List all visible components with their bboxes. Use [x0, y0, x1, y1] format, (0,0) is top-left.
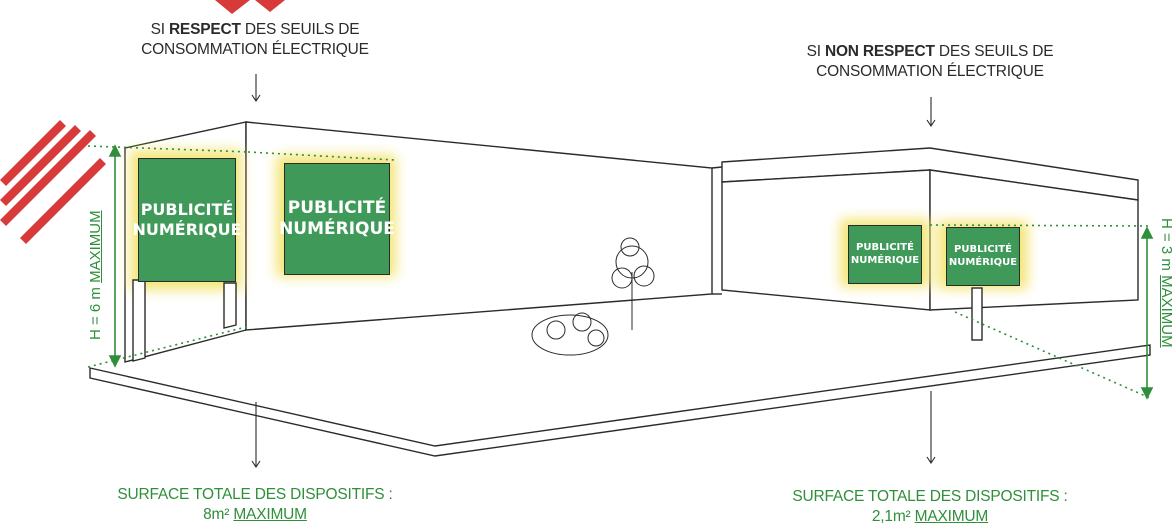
sign-line-1: PUBLICITÉ	[954, 244, 1012, 255]
tree-and-shrub	[531, 237, 655, 356]
sign-line-2: NUMÉRIQUE	[132, 220, 242, 239]
ground	[89, 344, 1151, 457]
sign-line-2: NUMÉRIQUE	[279, 219, 395, 239]
sign-line-1: PUBLICITÉ	[140, 200, 234, 219]
sign-right-post: PUBLICITÉ NUMÉRIQUE	[946, 227, 1020, 286]
right-surface-caption: SURFACE TOTALE DES DISPOSITIFS : 2,1m² M…	[792, 488, 1068, 525]
right-top-caption: SI NON RESPECT DES SEUILS DE CONSOMMATIO…	[806, 43, 1054, 80]
logo-mark	[0, 0, 285, 244]
sign-line-1: PUBLICITÉ	[856, 242, 914, 253]
left-top-caption: SI RESPECT DES SEUILS DE CONSOMMATION ÉL…	[141, 21, 369, 58]
sign-line-2: NUMÉRIQUE	[850, 254, 920, 266]
left-surface-caption: SURFACE TOTALE DES DISPOSITIFS : 8m² MAX…	[117, 486, 393, 523]
sign-line-1: PUBLICITÉ	[287, 197, 387, 218]
pointer-arrows	[251, 74, 936, 468]
left-height-label: H = 6 m MAXIMUM	[87, 210, 104, 340]
height-guides	[87, 145, 1151, 399]
sign-left-wall: PUBLICITÉ NUMÉRIQUE	[279, 163, 395, 275]
sign-right-wall: PUBLICITÉ NUMÉRIQUE	[848, 225, 922, 284]
height-arrows	[108, 144, 1154, 400]
sign-left-billboard: PUBLICITÉ NUMÉRIQUE	[132, 158, 242, 282]
sign-line-2: NUMÉRIQUE	[948, 256, 1018, 268]
right-height-label: H = 3 m MAXIMUM	[1158, 218, 1175, 348]
